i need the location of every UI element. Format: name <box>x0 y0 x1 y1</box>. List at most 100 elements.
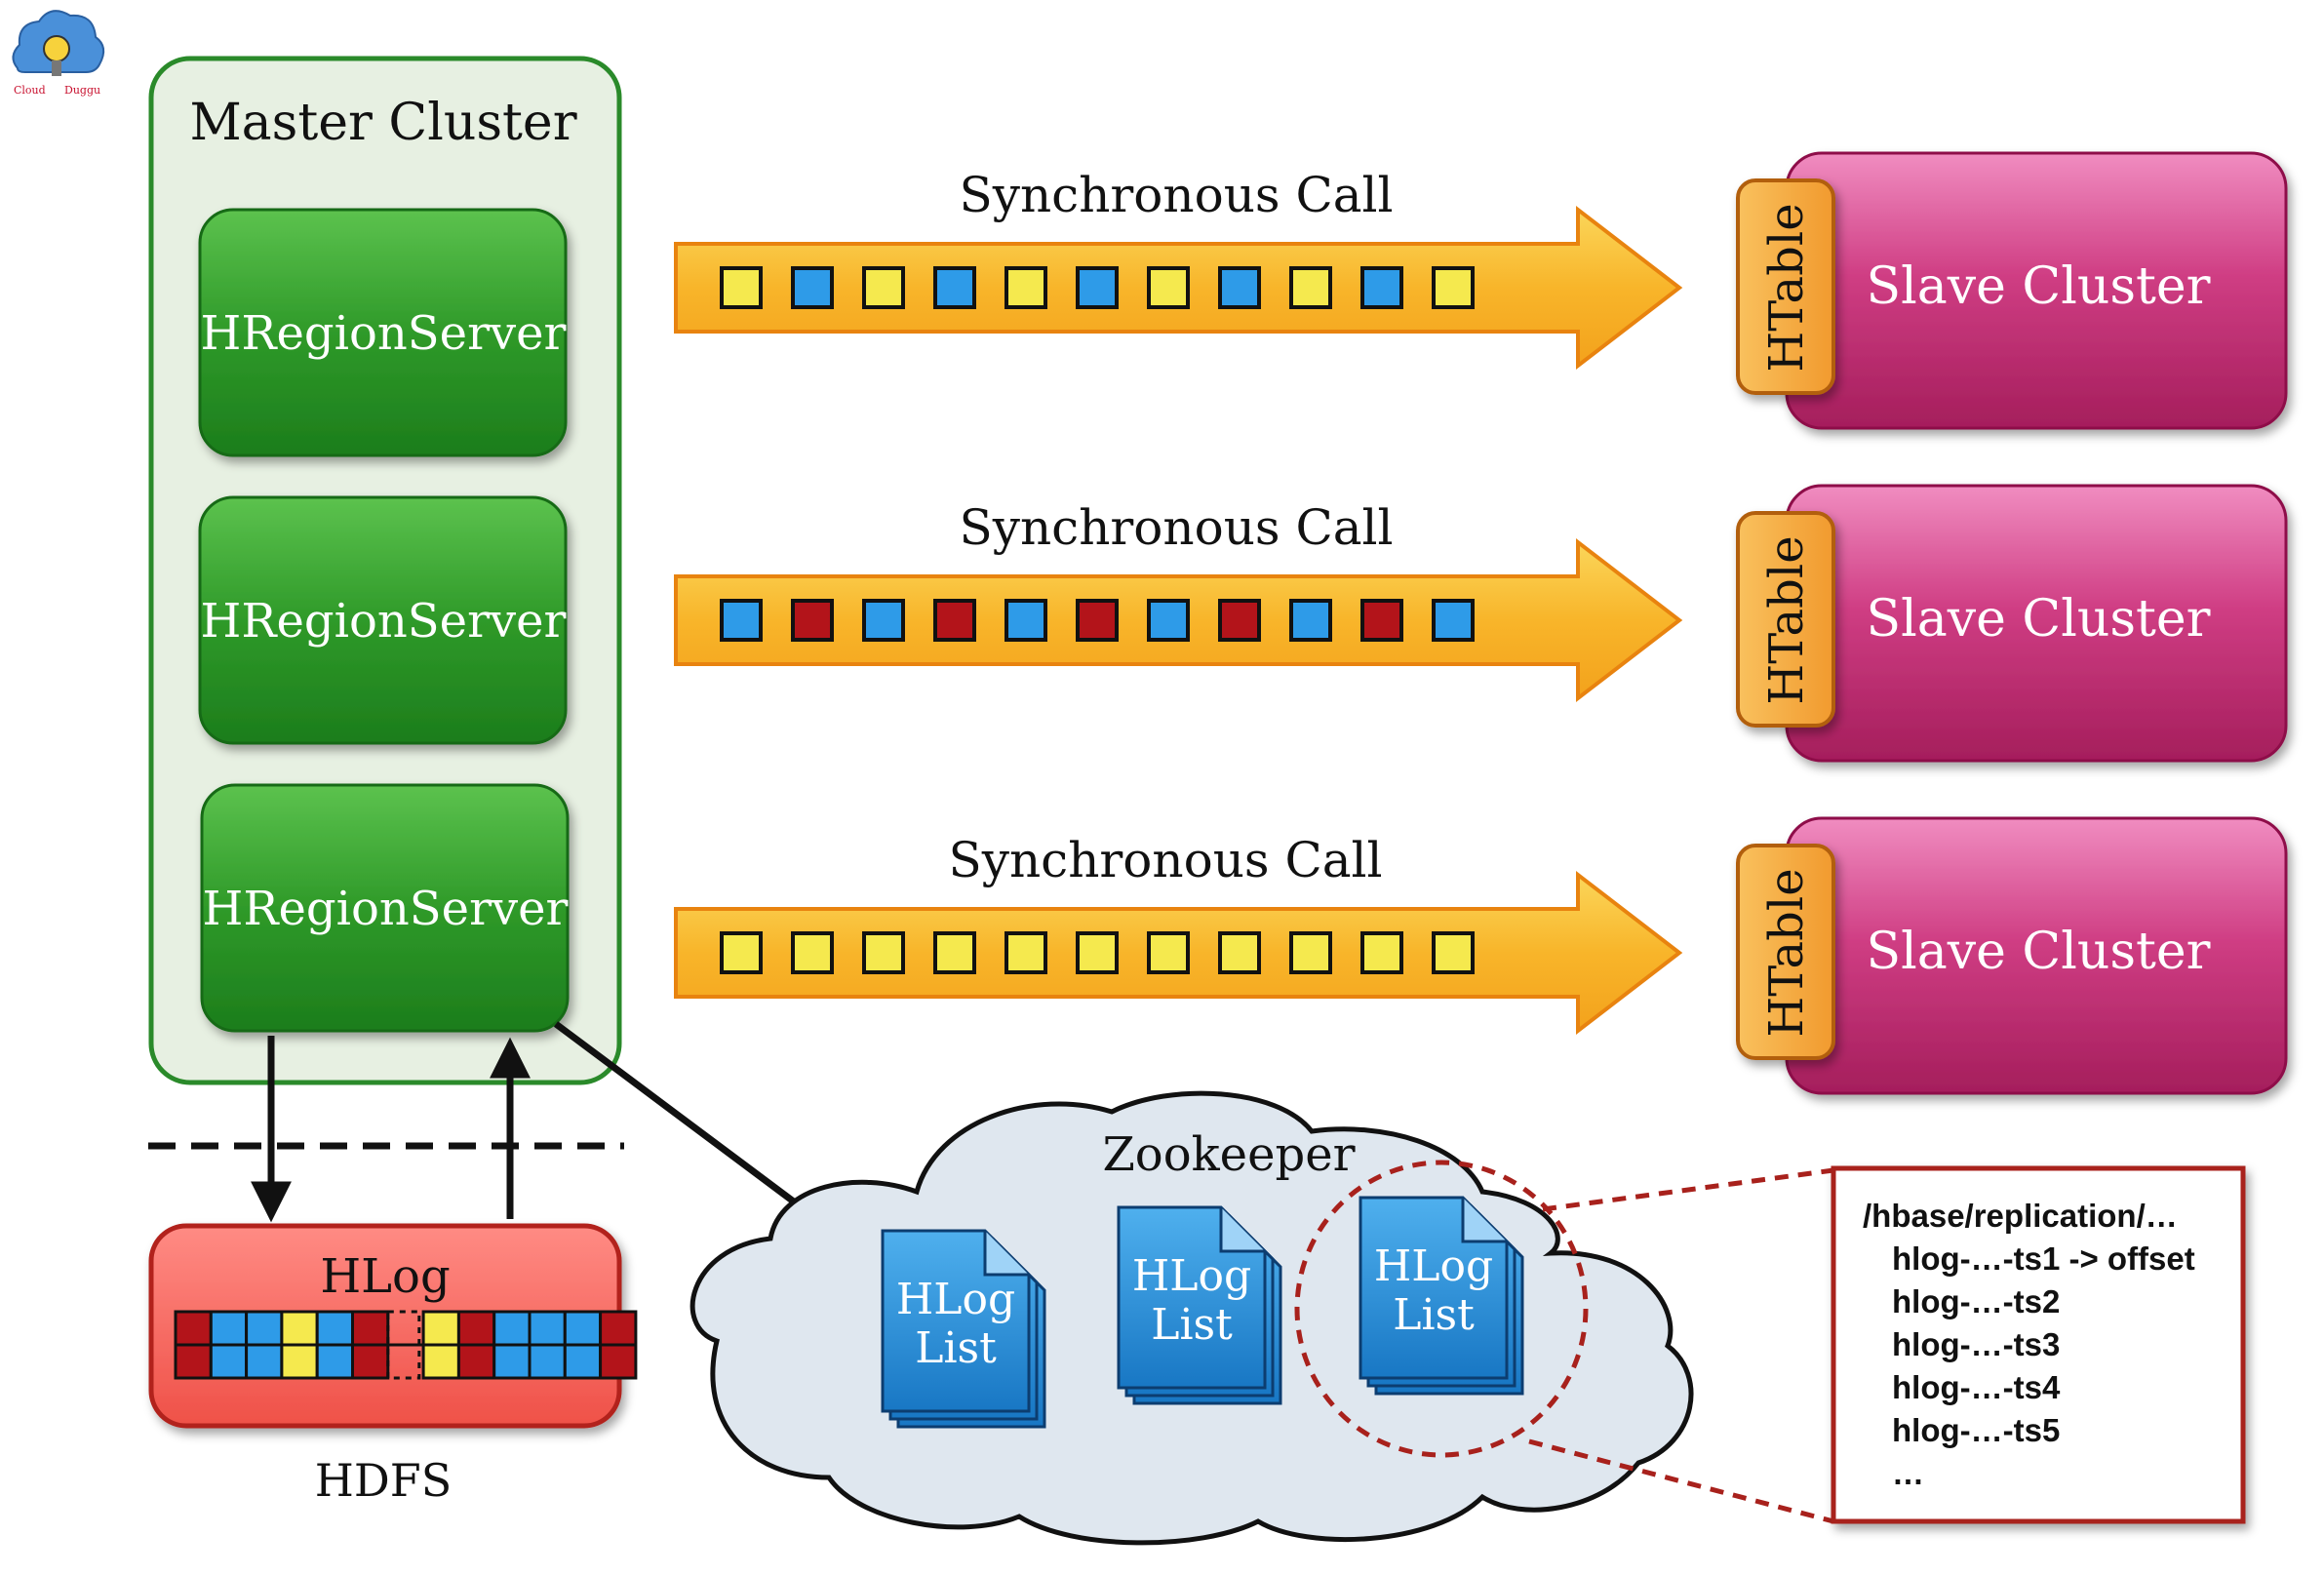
htable-label-1: HTable <box>1759 203 1814 372</box>
data-packet <box>1432 931 1475 974</box>
sync-call-label-2: Synchronous Call <box>959 499 1393 556</box>
replication-entry: hlog-…-ts5 <box>1892 1412 2060 1448</box>
data-packet <box>1218 266 1261 309</box>
data-packet <box>1432 266 1475 309</box>
replication-entry: hlog-…-ts2 <box>1892 1283 2060 1319</box>
slave-cluster-3: Slave Cluster HTable <box>1736 816 2288 1095</box>
data-packet <box>791 931 834 974</box>
data-packet <box>1218 599 1261 642</box>
slave-cluster-2: Slave Cluster HTable <box>1736 484 2288 763</box>
hregionserver-box-3 <box>200 783 570 1033</box>
data-packet <box>1360 266 1403 309</box>
hlog-list-line1-1: HLog <box>896 1275 1015 1324</box>
replication-entry: hlog-…-ts1 -> offset <box>1892 1240 2195 1277</box>
slave-cluster-1: Slave Cluster HTable <box>1736 151 2288 430</box>
data-packet <box>1432 599 1475 642</box>
data-packet <box>791 599 834 642</box>
hregionserver-1: HRegionServer <box>198 208 568 457</box>
data-packet <box>1076 599 1119 642</box>
replication-entry: hlog-…-ts4 <box>1892 1369 2061 1405</box>
data-packet <box>1360 931 1403 974</box>
replication-entries: hlog-…-ts1 -> offset hlog-…-ts2 hlog-…-ts3… <box>1892 1240 2195 1491</box>
data-packet <box>1147 599 1190 642</box>
hlog-list-line2-3: List <box>1393 1290 1475 1340</box>
sync-call-3: Synchronous Call <box>674 832 1683 1036</box>
data-packet <box>1147 931 1190 974</box>
logo-text-right: Duggu <box>64 84 100 97</box>
hlog-block: HLog HDFS <box>148 1223 638 1507</box>
callout-line-bottom <box>1528 1438 1834 1524</box>
document-fold-icon <box>983 1231 1029 1277</box>
replication-path-box: /hbase/replication/… hlog-…-ts1 -> offse… <box>1831 1165 2246 1524</box>
hlog-list-line2-1: List <box>915 1323 997 1373</box>
data-packet <box>1147 266 1190 309</box>
sync-call-label-3: Synchronous Call <box>948 832 1382 888</box>
data-packet <box>1076 266 1119 309</box>
data-packet <box>862 599 905 642</box>
data-packet <box>862 931 905 974</box>
hlog-cells <box>174 1310 638 1380</box>
hlog-list-line1-3: HLog <box>1374 1241 1493 1291</box>
sync-call-2: Synchronous Call <box>674 499 1683 703</box>
data-packet <box>720 931 763 974</box>
lightbulb-base <box>52 60 61 76</box>
hdfs-label: HDFS <box>315 1454 452 1507</box>
data-packet <box>1218 931 1261 974</box>
master-cluster: Master Cluster HRegionServer HRegionServ… <box>148 56 622 1085</box>
hregionserver-label-2: HRegionServer <box>201 594 567 649</box>
hregionserver-label-1: HRegionServer <box>201 306 567 361</box>
data-packet <box>933 599 976 642</box>
data-packet <box>1076 931 1119 974</box>
sync-call-label-1: Synchronous Call <box>959 167 1393 223</box>
hlog-title: HLog <box>320 1249 450 1304</box>
data-packet <box>1004 931 1047 974</box>
data-packet <box>862 266 905 309</box>
data-packet <box>1360 599 1403 642</box>
hregionserver-2: HRegionServer <box>198 495 568 745</box>
data-packet <box>791 266 834 309</box>
hlog-list-line1-2: HLog <box>1132 1251 1251 1301</box>
replication-box <box>1831 1165 2246 1524</box>
zookeeper-title: Zookeeper <box>1102 1127 1355 1182</box>
master-cluster-title: Master Cluster <box>189 94 576 152</box>
data-packet <box>1289 599 1332 642</box>
htable-tab-3 <box>1736 844 1835 1060</box>
data-packet <box>1004 266 1047 309</box>
htable-tab-1 <box>1736 178 1835 395</box>
highlight-circle <box>1294 1160 1589 1458</box>
slave-cluster-label-1: Slave Cluster <box>1866 257 2210 316</box>
sync-call-1: Synchronous Call <box>674 167 1683 371</box>
data-packet <box>1289 266 1332 309</box>
data-packet <box>933 266 976 309</box>
replication-entry: hlog-…-ts3 <box>1892 1326 2060 1362</box>
data-packet <box>1004 599 1047 642</box>
hregionserver-label-3: HRegionServer <box>203 882 569 936</box>
hregionserver-box-2 <box>198 495 568 745</box>
document-fold-icon <box>1461 1198 1507 1243</box>
data-packet <box>1289 931 1332 974</box>
htable-tab-2 <box>1736 511 1835 728</box>
document-fold-icon <box>1219 1207 1265 1253</box>
htable-label-3: HTable <box>1759 868 1814 1037</box>
slave-cluster-label-3: Slave Cluster <box>1866 923 2210 981</box>
cloud-duggu-logo: Cloud Duggu <box>12 10 105 97</box>
replication-path: /hbase/replication/… <box>1863 1198 2178 1234</box>
lightbulb-icon <box>43 35 70 62</box>
logo-text-left: Cloud <box>14 84 46 97</box>
htable-label-2: HTable <box>1759 535 1814 704</box>
callout-line-top <box>1542 1167 1834 1212</box>
slave-cluster-label-2: Slave Cluster <box>1866 590 2210 649</box>
hregionserver-3: HRegionServer <box>200 783 570 1033</box>
data-packet <box>720 599 763 642</box>
data-packet <box>720 266 763 309</box>
replication-entry: … <box>1892 1455 1924 1491</box>
hlog-list-line2-2: List <box>1151 1300 1233 1350</box>
